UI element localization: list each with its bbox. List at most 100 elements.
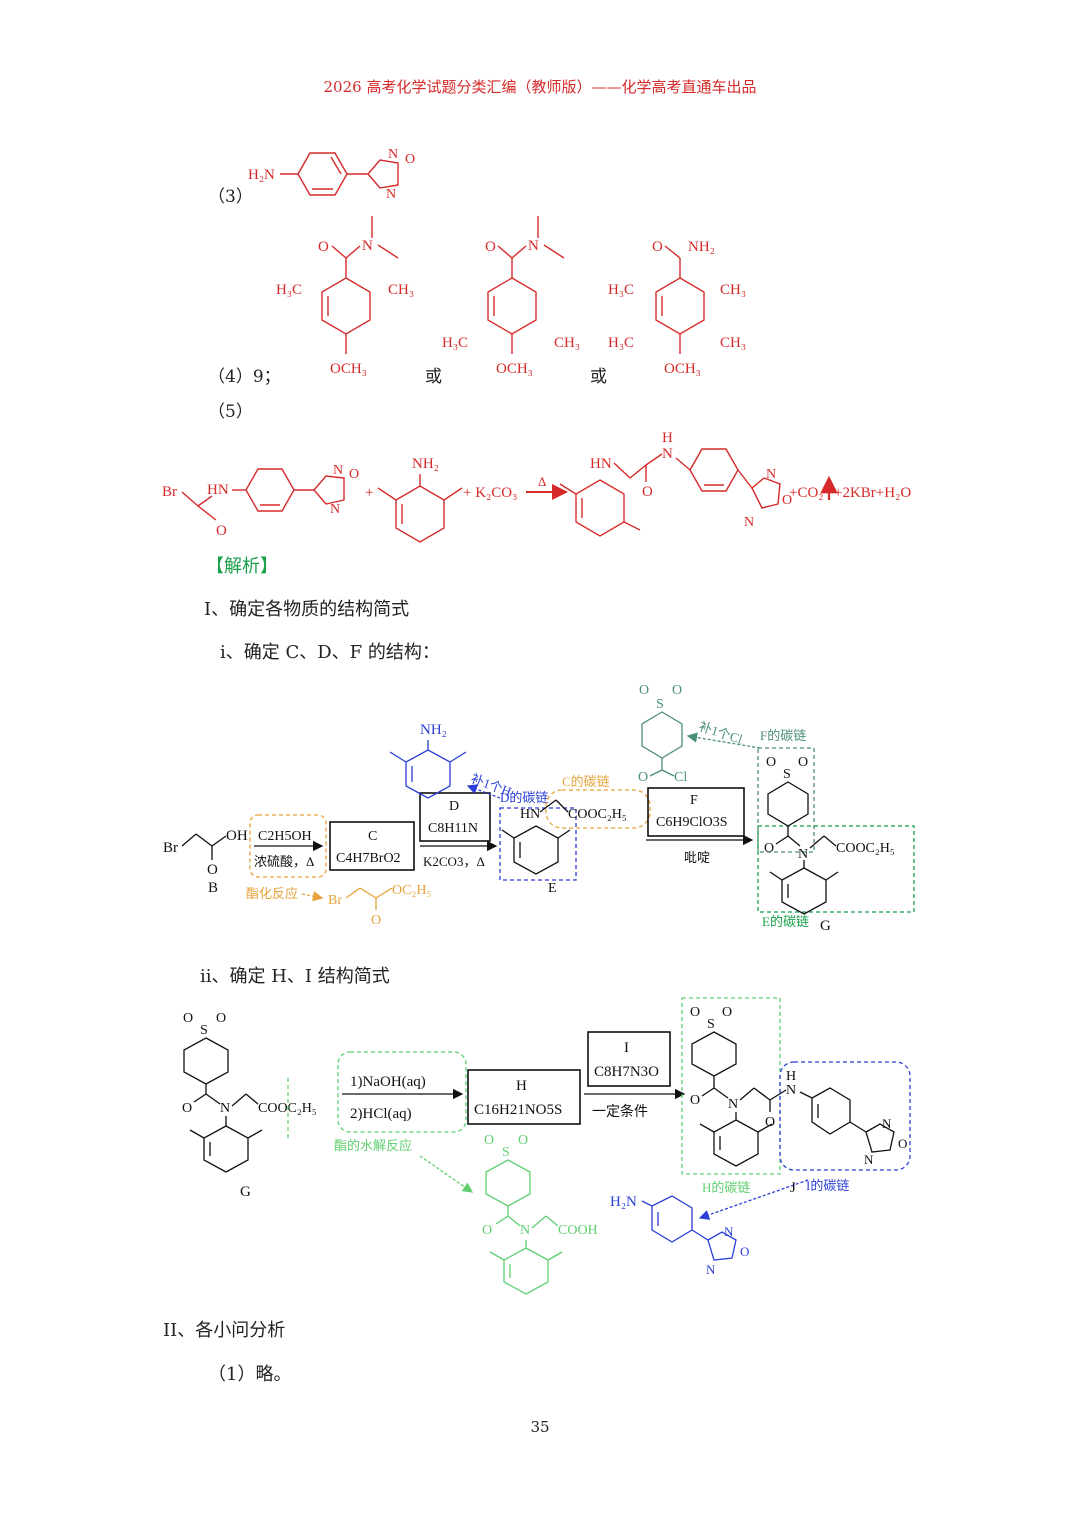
svg-text:NH₂: NH₂ [688,239,715,255]
q3-label: （3） [208,187,253,207]
compound-j-label: J [790,1180,796,1196]
svg-text:OCH₃: OCH₃ [496,361,533,377]
q4-structure-3: O NH₂ H₃C CH₃ H₃C CH₃ OCH₃ [608,239,746,377]
svg-text:N: N [882,1116,892,1131]
svg-text:O: O [639,683,649,698]
note-h-chain: H的碳链 [702,1180,750,1195]
svg-text:COOC₂H₅: COOC₂H₅ [568,807,627,822]
svg-text:N: N [728,1097,738,1112]
svg-text:+CO₂: +CO₂ [789,485,824,501]
svg-text:O: O [371,913,381,928]
svg-text:O: O [405,152,415,167]
svg-text:H₃C: H₃C [442,335,468,351]
compound-i-label: I [624,1040,629,1056]
svg-text:N: N [864,1152,874,1167]
svg-text:N: N [662,446,673,462]
compound-f-formula: C6H9ClO3S [656,815,728,830]
reagent-hcl: 2)HCl(aq) [350,1106,412,1122]
svg-text:O: O [518,1133,528,1148]
compound-b-label: B [208,880,218,896]
svg-text:N: N [520,1223,530,1238]
svg-text:HN: HN [590,456,612,472]
svg-text:N: N [388,147,398,162]
svg-text:N: N [724,1224,734,1239]
svg-text:O: O [898,1136,907,1151]
svg-text:O: O [182,1101,192,1116]
svg-text:COOH: COOH [558,1223,598,1238]
section-2-heading: II、各小问分析 [163,1320,286,1341]
compound-g2-label: G [240,1184,251,1200]
svg-text:Δ: Δ [538,474,546,489]
note-i-chain: I的碳链 [806,1178,849,1193]
compound-g-label: G [820,918,831,934]
reagent-conditions: 一定条件 [592,1103,648,1120]
compound-f-label: F [690,793,698,808]
svg-text:O: O [216,1011,226,1026]
page-number: 35 [530,1418,550,1436]
svg-text:O: O [349,467,359,482]
svg-text:S: S [783,767,791,782]
svg-text:OCH₃: OCH₃ [664,361,701,377]
svg-text:CH₃: CH₃ [720,282,746,298]
svg-text:O: O [722,1005,732,1020]
svg-text:N: N [528,238,539,254]
svg-text:S: S [502,1145,510,1160]
svg-text:N: N [386,187,396,202]
svg-text:N: N [798,847,808,862]
compound-i-formula: C8H7N3O [594,1064,659,1080]
svg-text:O: O [482,1223,492,1238]
svg-text:+ K₂CO₃: + K₂CO₃ [463,485,517,501]
svg-text:O: O [485,239,496,255]
svg-text:H₂N: H₂N [610,1194,637,1210]
svg-text:Cl: Cl [674,770,687,785]
note-d-chain: D的碳链 [500,790,548,805]
reagent-sulfuric-acid: 浓硫酸，Δ [254,854,314,869]
svg-text:H₃C: H₃C [276,282,302,298]
svg-text:S: S [707,1017,715,1032]
svg-text:O: O [766,755,776,770]
svg-text:O: O [690,1005,700,1020]
svg-text:HN: HN [520,807,540,822]
subsection-ii: ii、确定 H、I 结构简式 [200,966,390,987]
svg-text:H₃C: H₃C [608,282,634,298]
q5-label: （5） [208,402,253,422]
svg-text:O: O [765,1115,775,1130]
svg-text:S: S [200,1023,208,1038]
svg-text:H₂N: H₂N [248,167,275,183]
svg-text:N: N [766,467,776,482]
svg-text:O: O [740,1244,749,1259]
svg-text:O: O [672,683,682,698]
note-esterification: 酯化反应 [246,886,298,901]
svg-text:O: O [207,862,218,878]
svg-text:Br: Br [162,484,177,500]
scheme-1: Br OH O B C2H5OH 浓硫酸，Δ C C4H7BrO2 酯化反应 B… [163,683,915,934]
svg-text:Br: Br [163,840,178,856]
svg-text:+: + [365,485,373,501]
svg-text:O: O [318,239,329,255]
svg-text:O: O [642,484,653,500]
compound-h-label: H [516,1078,527,1094]
svg-text:N: N [330,502,340,517]
reagent-k2co3: K2CO3，Δ [423,854,485,869]
reagent-pyridine: 吡啶 [684,850,710,865]
q4-structure-1: O N H₃C CH₃ OCH₃ [276,216,414,377]
q1-answer: （1）略。 [208,1364,292,1385]
q4-label: （4）9； [208,367,281,387]
compound-c-label: C [368,829,377,844]
compound-d-formula: C8H11N [428,821,478,836]
q4-structure-2: O N H₃C CH₃ OCH₃ [442,216,580,377]
svg-text:N: N [744,515,754,530]
svg-text:O: O [782,493,792,508]
section-1-heading: I、确定各物质的结构简式 [204,599,410,620]
svg-text:H: H [662,430,673,446]
note-e-chain: E的碳链 [762,914,809,929]
svg-text:O: O [484,1133,494,1148]
svg-text:H₃C: H₃C [608,335,634,351]
or-text-2: 或 [590,367,607,387]
svg-text:O: O [764,841,774,856]
reagent-naoh: 1)NaOH(aq) [350,1074,426,1090]
svg-text:O: O [652,239,663,255]
compound-h-formula: C16H21NO5S [474,1102,562,1118]
svg-text:N: N [220,1101,230,1116]
